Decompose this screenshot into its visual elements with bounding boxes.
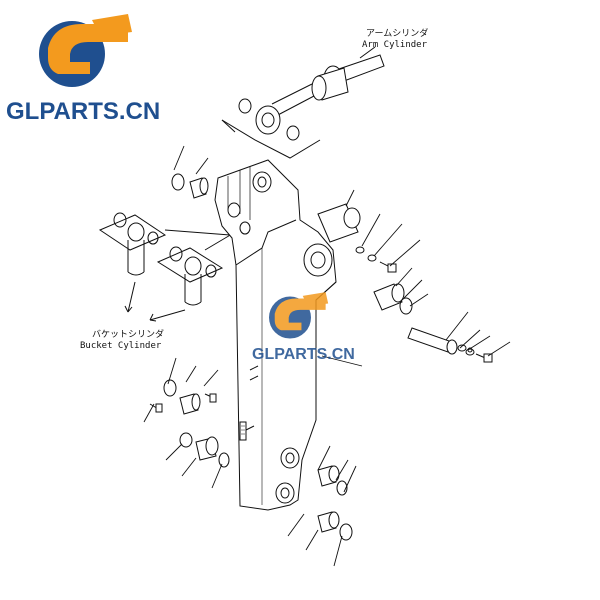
glparts-logo-icon-center [269,292,329,339]
bucket-cylinder-label-jp: バケットシリンダ [92,330,165,340]
glparts-logo-icon [39,14,132,87]
arm-cylinder-label-jp: アームシリンダ [366,29,429,39]
callout-leaders [143,145,511,567]
arm-body [214,159,337,511]
bushing-right-1 [373,283,405,311]
bolts-right [355,246,493,363]
bucket-cylinder-left [98,212,233,322]
pin-right-long [407,327,458,355]
bushings-left [149,173,230,468]
bucket-cylinder-label-en: Bucket Cylinder [80,341,162,351]
watermark-text-top: GLPARTS.CN [6,98,161,125]
pin-upper-right [317,203,361,243]
arm-cylinder [221,46,385,159]
bushings-lower-right [317,465,353,541]
arm-cylinder-label-en: Arm Cylinder [362,40,428,50]
watermark-text-center: GLPARTS.CN [252,346,355,363]
